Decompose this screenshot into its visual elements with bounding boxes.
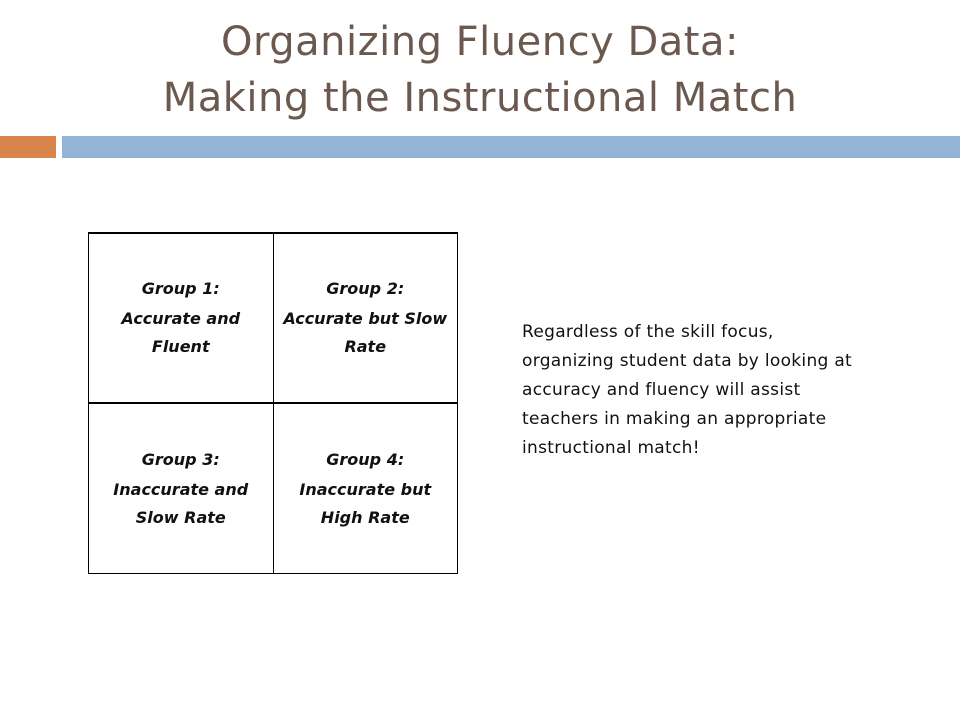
group-2-heading: Group 2: (326, 279, 405, 299)
table-row: Group 3: Inaccurate and Slow Rate Group … (88, 402, 458, 575)
table-row: Group 1: Accurate and Fluent Group 2: Ac… (88, 231, 458, 404)
group-3-description: Inaccurate and Slow Rate (113, 479, 249, 527)
group-3-cell: Group 3: Inaccurate and Slow Rate (88, 402, 274, 575)
slide-title: Organizing Fluency Data: Making the Inst… (0, 14, 960, 126)
group-4-heading: Group 4: (326, 449, 405, 469)
fluency-groups-table: Group 1: Accurate and Fluent Group 2: Ac… (88, 231, 458, 575)
group-4-cell: Group 4: Inaccurate but High Rate (272, 402, 458, 575)
group-3-heading: Group 3: (141, 449, 220, 469)
group-1-description: Accurate and Fluent (121, 309, 241, 357)
title-line-2: Making the Instructional Match (162, 75, 798, 121)
title-line-1: Organizing Fluency Data: (221, 19, 739, 65)
group-1-cell: Group 1: Accurate and Fluent (88, 231, 274, 404)
title-divider-bar (62, 136, 960, 158)
group-1-heading: Group 1: (141, 279, 220, 299)
side-note-text: Regardless of the skill focus, organizin… (522, 322, 852, 458)
group-2-description: Accurate but Slow Rate (283, 309, 448, 357)
group-2-cell: Group 2: Accurate but Slow Rate (272, 231, 458, 404)
group-4-description: Inaccurate but High Rate (299, 479, 432, 527)
title-accent-bar (0, 136, 56, 158)
